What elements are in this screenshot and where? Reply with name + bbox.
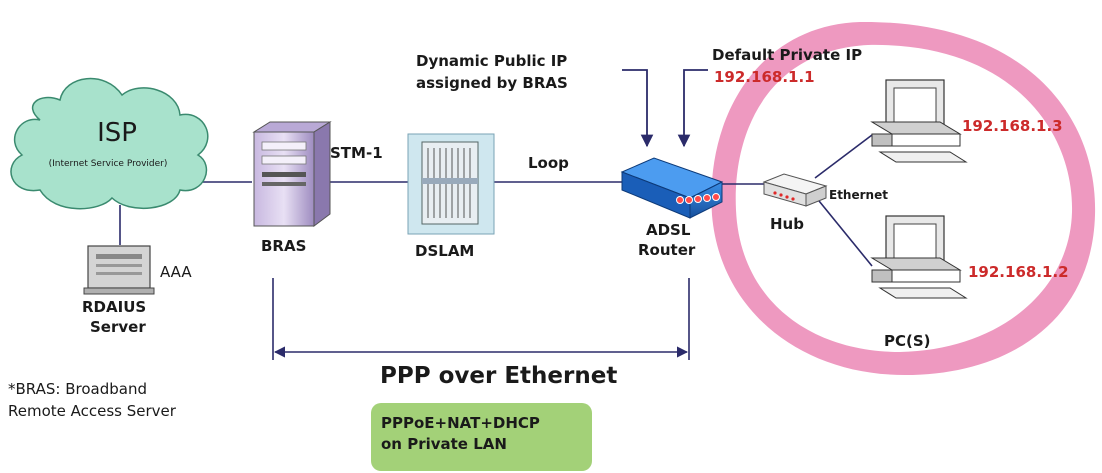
ethernet-label: Ethernet — [829, 188, 888, 202]
private-ip-line1: Default Private IP — [712, 46, 862, 64]
pc-icon — [870, 215, 968, 299]
footnote-line1: *BRAS: Broadband — [8, 380, 147, 398]
rdaius-label: RDAIUS — [82, 298, 146, 316]
pcs-label: PC(S) — [884, 332, 931, 350]
pc2-ip: 192.168.1.2 — [968, 263, 1069, 281]
bras-label: BRAS — [261, 237, 306, 255]
pppoe-nat-dhcp-badge: PPPoE+NAT+DHCP on Private LAN — [371, 403, 592, 471]
pc-icon — [870, 79, 968, 163]
private-ip-address: 192.168.1.1 — [714, 68, 815, 86]
dslam-label: DSLAM — [415, 242, 474, 260]
server-label: Server — [90, 318, 146, 336]
badge-line1: PPPoE+NAT+DHCP — [381, 414, 540, 432]
footnote-line2: Remote Access Server — [8, 402, 176, 420]
badge-line2: on Private LAN — [381, 435, 507, 453]
stm1-label: STM-1 — [330, 144, 383, 162]
bras-footnote: *BRAS: Broadband Remote Access Server — [8, 378, 176, 422]
dslam-icon — [407, 133, 495, 235]
dynamic-ip-line2: assigned by BRAS — [416, 74, 568, 92]
aaa-label: AAA — [160, 263, 192, 281]
ip-annotation-arrows — [622, 69, 708, 148]
loop-label: Loop — [528, 154, 569, 172]
adsl-router-icon — [620, 157, 724, 219]
isp-title: ISP — [97, 118, 137, 148]
isp-subtitle: (Internet Service Provider) — [49, 159, 168, 169]
hub-label: Hub — [770, 215, 804, 233]
pc1-ip: 192.168.1.3 — [962, 117, 1063, 135]
rdaius-server-icon — [83, 245, 155, 295]
dynamic-ip-line1: Dynamic Public IP — [416, 52, 567, 70]
isp-cloud: ISP (Internet Service Provider) — [10, 78, 209, 210]
pppoe-label: PPP over Ethernet — [380, 363, 617, 389]
connection-lines — [119, 134, 873, 267]
router-label-line1: ADSL — [646, 221, 691, 239]
bras-icon — [252, 121, 332, 227]
pppoe-span — [272, 278, 690, 360]
hub-icon — [762, 173, 828, 207]
router-label-line2: Router — [638, 241, 696, 259]
